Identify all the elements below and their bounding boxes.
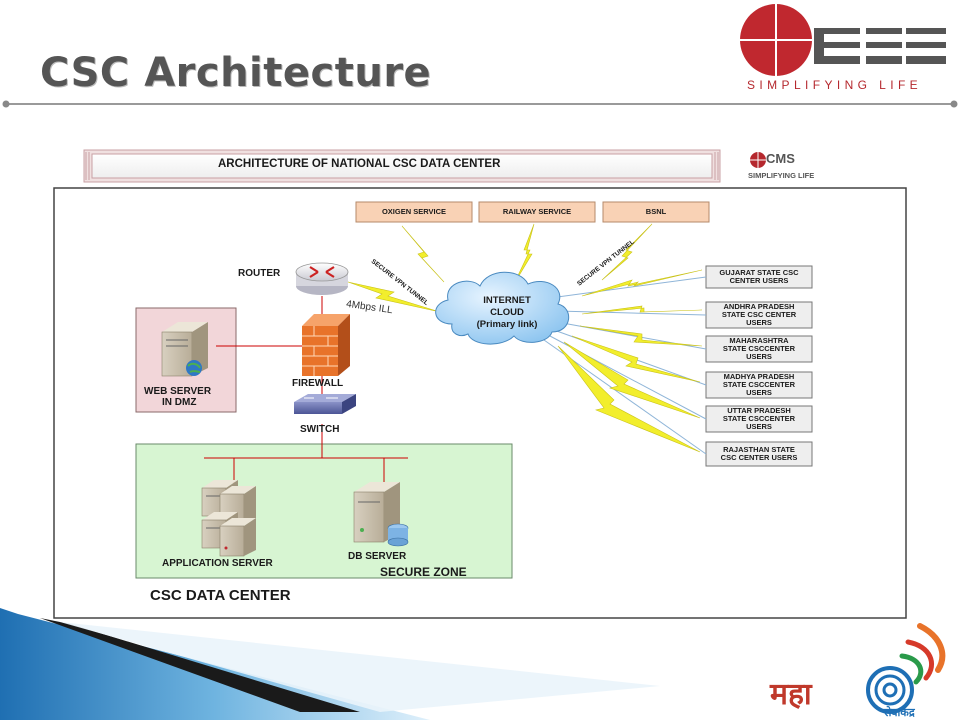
application-server-label: APPLICATION SERVER xyxy=(162,558,273,569)
switch-label: SWITCH xyxy=(300,424,340,435)
inner-cms-logo xyxy=(750,152,766,168)
maha-text: महा xyxy=(770,677,812,712)
state-label-line: USERS xyxy=(746,318,772,328)
service-box-railway xyxy=(478,201,596,223)
diagram-banner xyxy=(83,149,721,183)
data-center-label: CSC DATA CENTER xyxy=(150,587,291,604)
state-label-line: MADHYA PRADESH xyxy=(723,371,795,381)
secure-zone-label: SECURE ZONE xyxy=(380,565,467,579)
router-label: ROUTER xyxy=(238,268,281,279)
db-server-icon xyxy=(353,482,409,547)
service-label-railway: RAILWAY SERVICE xyxy=(502,206,572,216)
state-label-line: USERS xyxy=(746,422,772,432)
diagram-banner-title: ARCHITECTURE OF NATIONAL CSC DATA CENTER xyxy=(218,158,501,170)
state-label-line: USERS xyxy=(746,388,772,398)
service-label-oxigen: OXIGEN SERVICE xyxy=(381,206,447,216)
inner-logo-tagline: SIMPLIFYING LIFE xyxy=(748,171,815,180)
state-label-line: STATE CSCCENTER xyxy=(722,379,796,389)
state-label-rajasthan: RAJASTHAN STATE CSC CENTER USERS xyxy=(706,442,812,466)
state-label-line: GUJARAT STATE CSC xyxy=(719,267,799,277)
state-label-line: USERS xyxy=(746,352,772,362)
cms-tagline: SIMPLIFYING LIFE xyxy=(747,78,923,92)
state-label-uttar: UTTAR PRADESH STATE CSCCENTER USERS xyxy=(706,406,812,432)
cloud-label-line1: INTERNET xyxy=(483,295,531,306)
state-box-rajasthan xyxy=(705,441,813,467)
application-server-icon xyxy=(201,480,256,557)
state-label-line: RAJASTHAN STATE xyxy=(723,444,795,454)
corner-swoosh-decoration xyxy=(0,608,660,720)
internet-cloud-icon xyxy=(435,271,569,345)
lightning-bolts xyxy=(347,223,703,453)
cms-logo xyxy=(740,4,946,76)
inner-logo-brand: CMS xyxy=(766,151,795,166)
cloud-label-line2: CLOUD xyxy=(490,307,524,318)
slide-title: CSC Architecture xyxy=(40,50,432,96)
web-server-label-line1: WEB SERVER xyxy=(144,386,212,397)
service-box-oxigen xyxy=(355,201,473,223)
state-label-line: CENTER USERS xyxy=(729,276,789,285)
state-label-gujarat: GUJARAT STATE CSC CENTER USERS xyxy=(706,266,812,288)
state-label-line: ANDHRA PRADESH xyxy=(723,301,795,311)
router-icon xyxy=(295,262,349,295)
diagram-canvas xyxy=(53,149,907,619)
architecture-diagram: ARCHITECTURE OF NATIONAL CSC DATA CENTER… xyxy=(52,146,908,620)
state-box-andhra xyxy=(705,301,813,329)
web-server-icon xyxy=(161,322,208,377)
state-label-line: STATE CSCCENTER xyxy=(722,343,796,353)
state-label-maharashtra: MAHARASHTRA STATE CSCCENTER USERS xyxy=(706,336,812,362)
firewall-icon xyxy=(302,314,350,376)
state-label-line: STATE CSCCENTER xyxy=(722,413,796,423)
state-label-madhya: MADHYA PRADESH STATE CSCCENTER USERS xyxy=(706,372,812,398)
db-server-label: DB SERVER xyxy=(348,551,407,562)
firewall-label: FIREWALL xyxy=(292,378,344,389)
switch-icon xyxy=(294,394,356,414)
state-box-madhya xyxy=(705,371,813,399)
state-label-line: UTTAR PRADESH xyxy=(727,405,791,415)
state-label-line: MAHARASHTRA xyxy=(729,335,789,345)
title-divider xyxy=(2,100,958,108)
web-server-label-line2: IN DMZ xyxy=(162,397,197,408)
secure-zone xyxy=(135,443,513,579)
cloud-label-line3: (Primary link) xyxy=(476,319,538,330)
seva-kendra-text: सेवाकेंद्र xyxy=(884,706,915,719)
maha-seva-kendra-logo xyxy=(866,623,946,714)
service-label-bsnl: BSNL xyxy=(645,206,667,216)
state-label-andhra: ANDHRA PRADESH STATE CSC CENTER USERS xyxy=(706,302,812,328)
service-box-bsnl xyxy=(602,201,710,223)
state-label-line: STATE CSC CENTER xyxy=(721,309,797,319)
state-label-line: CSC CENTER USERS xyxy=(720,453,798,462)
